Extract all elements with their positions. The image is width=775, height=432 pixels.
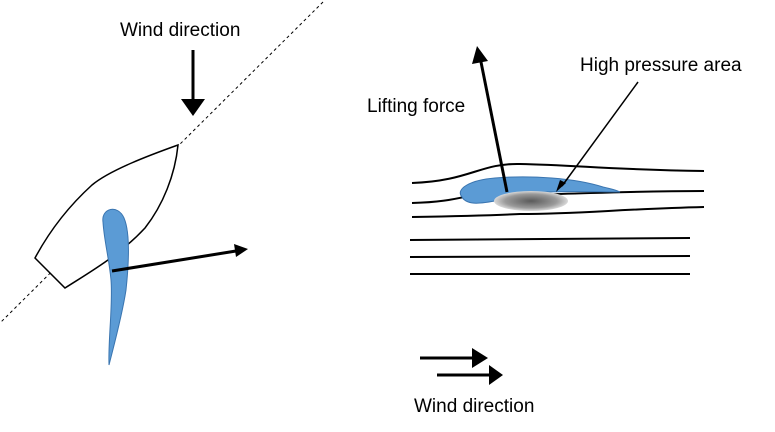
high-pressure-area (494, 191, 568, 211)
lifting-force-label: Lifting force (367, 96, 465, 117)
wind-direction-label-bottom: Wind direction (414, 396, 534, 417)
boat-force-arrow (111, 244, 248, 273)
streamline (411, 206, 705, 218)
wind-arrows-right (420, 348, 503, 385)
high-pressure-label: High pressure area (580, 55, 742, 76)
streamline (409, 237, 691, 241)
streamline (409, 255, 691, 258)
lifting-force-arrow (472, 46, 509, 193)
wind-direction-label-top: Wind direction (120, 20, 240, 41)
boat-sail (102, 208, 129, 366)
high-pressure-pointer (556, 81, 639, 192)
streamline (411, 162, 705, 184)
wind-arrow-down (181, 50, 205, 116)
streamlines (409, 162, 705, 275)
